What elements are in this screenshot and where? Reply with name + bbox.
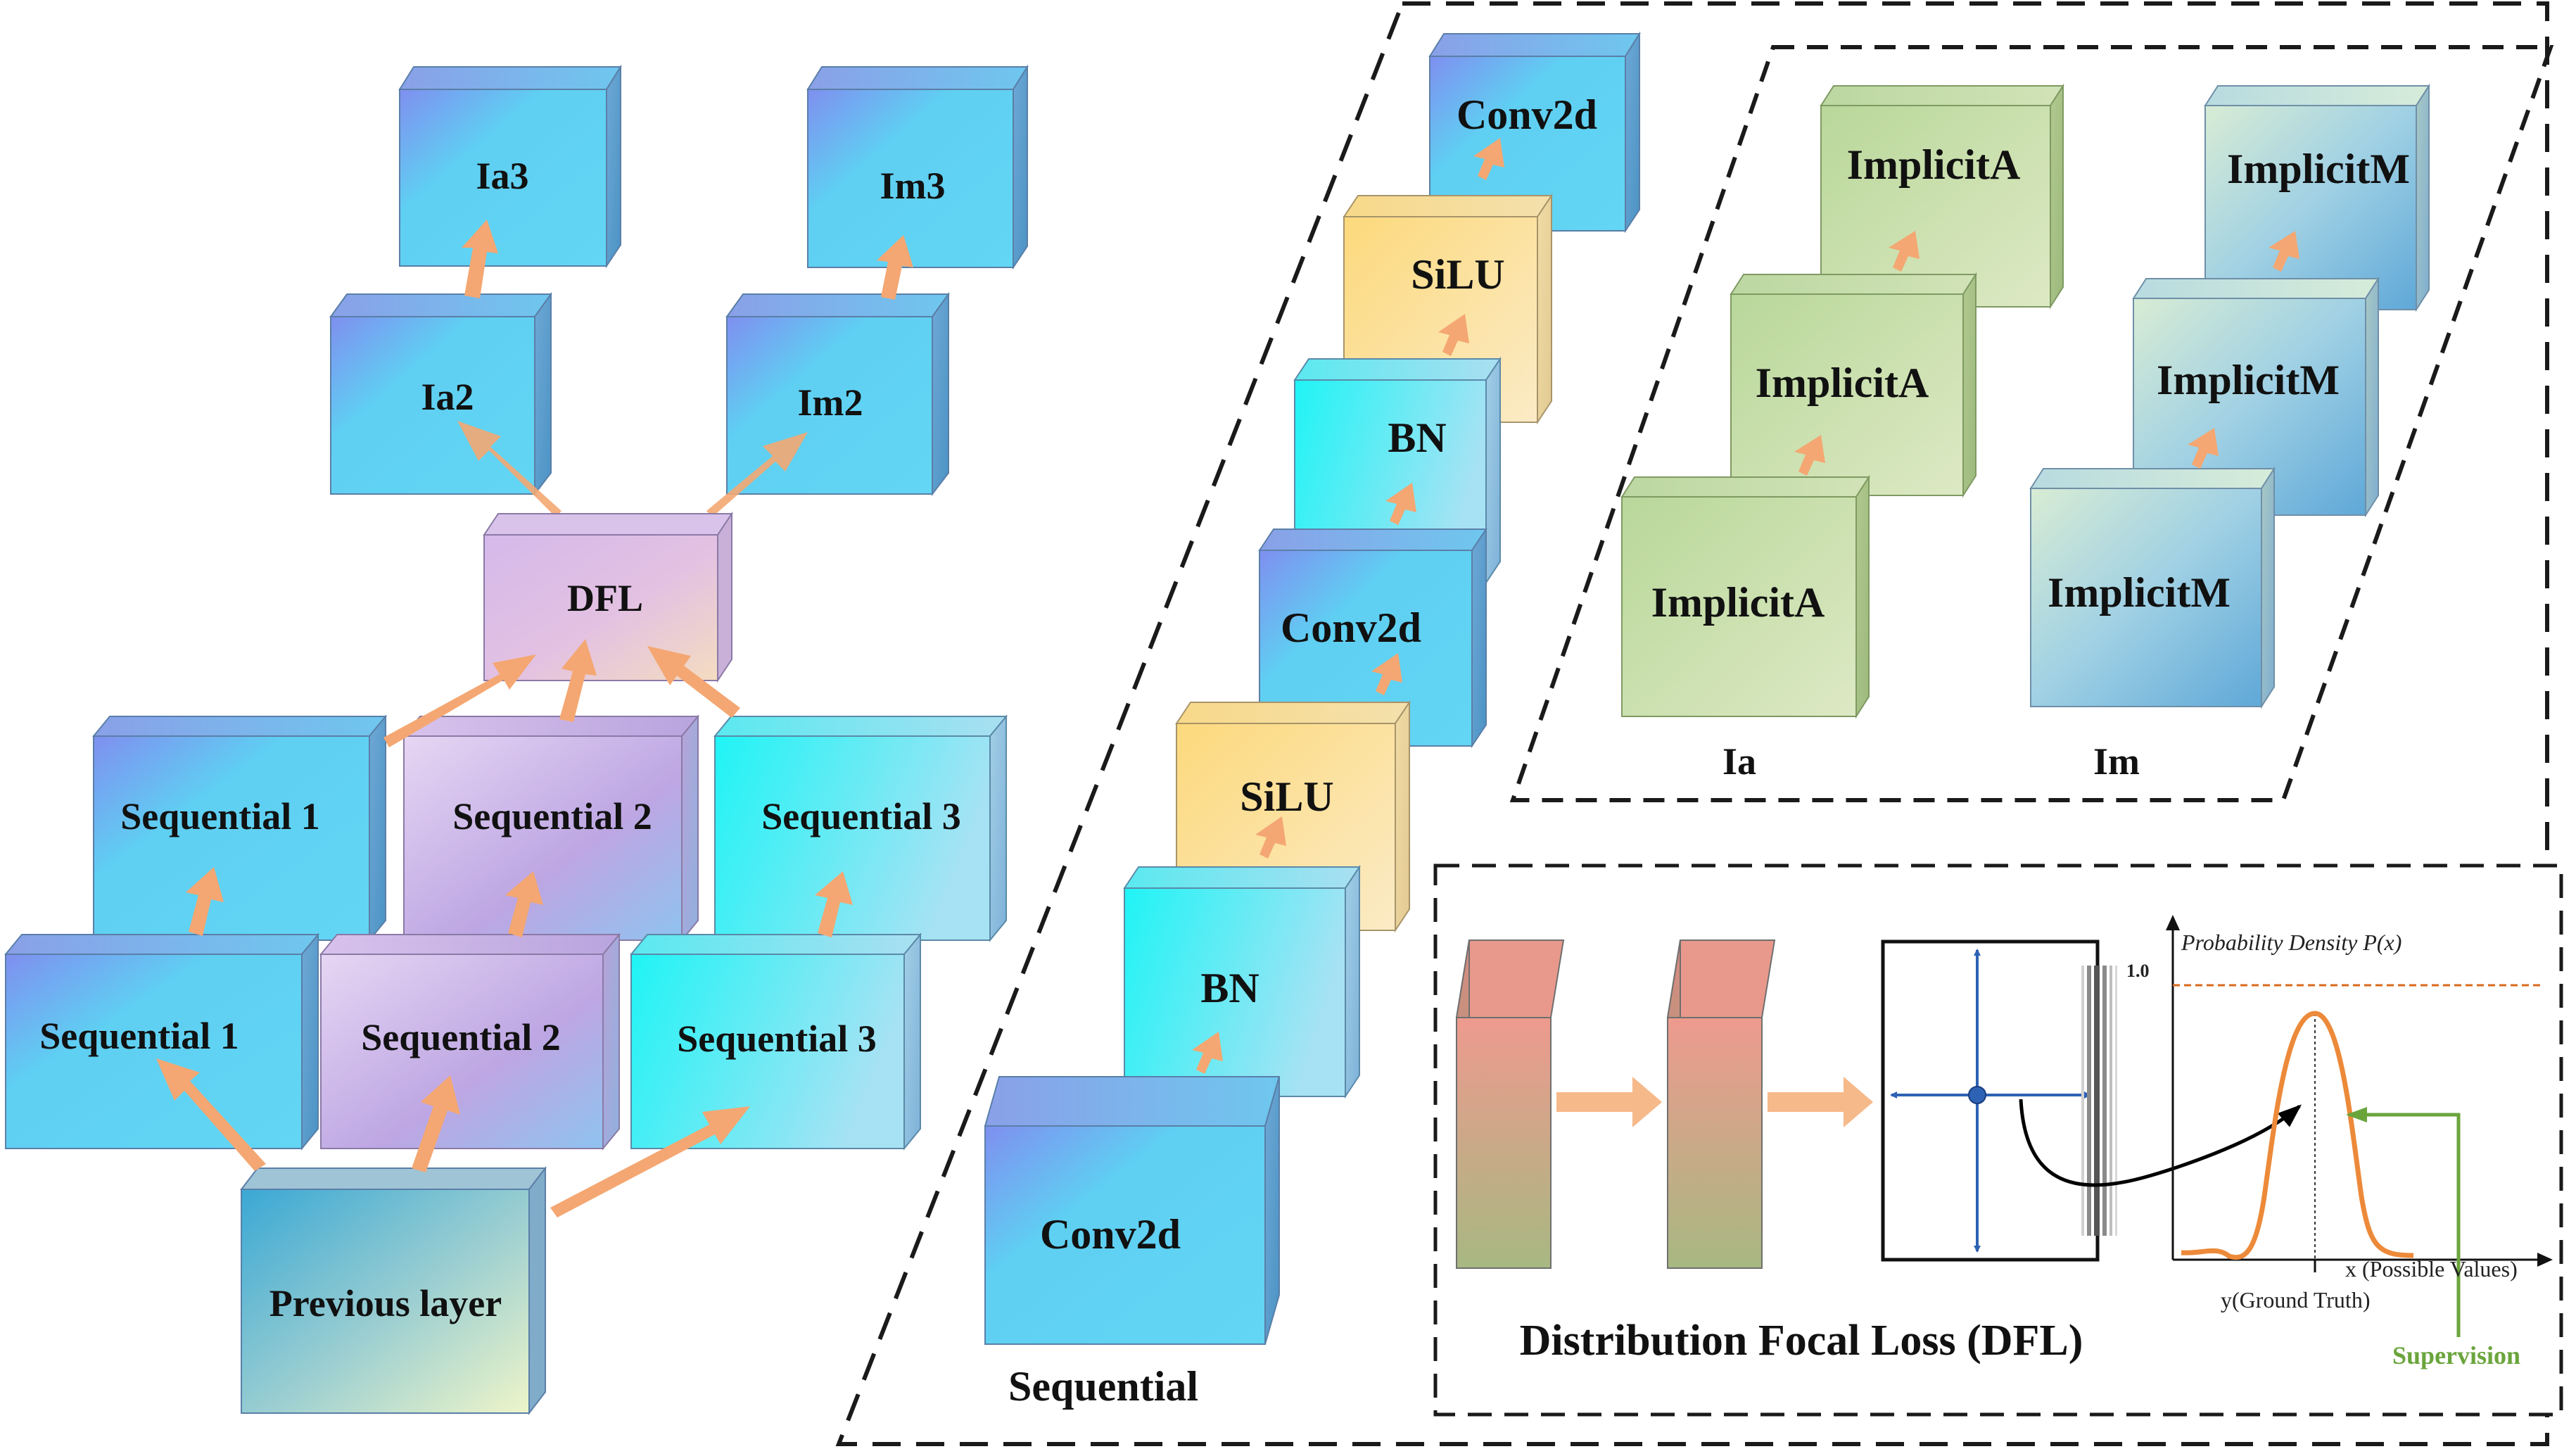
- seq-up-arrows: [186, 867, 853, 937]
- seq2-front-label: Sequential 2: [361, 1016, 561, 1058]
- implicit-a-label: ImplicitA: [1847, 141, 2021, 188]
- dfl-block: DFL: [483, 511, 733, 683]
- ia2-label: Ia2: [421, 376, 474, 418]
- y-tick-label: 1.0: [2126, 961, 2150, 981]
- im3-block: Im3: [806, 64, 1029, 270]
- implicit-m-label: ImplicitM: [2157, 357, 2340, 403]
- probability-curve: [2181, 1011, 2414, 1260]
- head-arrows-top: [457, 220, 913, 517]
- dfl-label: DFL: [567, 577, 643, 619]
- sequential-panel-border: [835, 1, 2549, 1446]
- implicit-a-block-middle: ImplicitA: [1730, 272, 1977, 498]
- distribution-stripes: [2081, 966, 2117, 1236]
- sequential-caption: Sequential: [1008, 1363, 1198, 1410]
- ia3-block: Ia3: [398, 64, 622, 269]
- feature-map-2: [1666, 939, 1776, 1269]
- im3-label: Im3: [880, 165, 946, 207]
- seq1-front-block: Sequential 1: [4, 932, 320, 1151]
- implicit-a-label: ImplicitA: [1651, 579, 1825, 626]
- dfl-caption: Distribution Focal Loss (DFL): [1520, 1317, 2083, 1365]
- seq-layer-label: BN: [1388, 415, 1446, 461]
- seq-layer-label: SiLU: [1411, 251, 1504, 298]
- ia2-block: Ia2: [329, 291, 552, 496]
- implicit-m-block-top: ImplicitM: [2204, 83, 2430, 312]
- previous-arrows: [156, 1058, 750, 1217]
- seq2-back-block: Sequential 2: [402, 714, 700, 942]
- seq-layer-conv2d-bottom: Conv2d: [984, 1076, 1281, 1345]
- seq3-front-label: Sequential 3: [677, 1018, 877, 1060]
- seq2-front-block: Sequential 2: [319, 932, 621, 1151]
- ground-truth-label: y(Ground Truth): [2221, 1287, 2370, 1312]
- x-axis-label: x (Possible Values): [2345, 1256, 2518, 1282]
- seq2-back-label: Sequential 2: [452, 795, 652, 837]
- seq-layer-label: BN: [1200, 965, 1259, 1011]
- implicit-m-block-bottom: ImplicitM: [2029, 466, 2276, 709]
- seq1-back-label: Sequential 1: [120, 795, 320, 837]
- seq-layer-label: SiLU: [1240, 773, 1333, 820]
- y-axis-label: Probability Density P(x): [2181, 930, 2401, 955]
- seq-layer-label: Conv2d: [1457, 91, 1597, 138]
- implicit-panel-border: [1509, 45, 2554, 802]
- seq-layer-bn-lower: BN: [1123, 864, 1361, 1099]
- projection-arrow: [2019, 1099, 2302, 1187]
- supervision-arrow: [2346, 1107, 2461, 1337]
- implicit-a-block-top: ImplicitA: [1820, 83, 2064, 310]
- feature-map-1: [1455, 939, 1565, 1269]
- previous-layer-label: Previous layer: [269, 1282, 502, 1324]
- seq1-back-block: Sequential 1: [91, 714, 388, 942]
- dfl-flow-arrows: [1556, 1077, 1873, 1127]
- seq3-back-label: Sequential 3: [761, 795, 961, 837]
- supervision-label: Supervision: [2392, 1341, 2520, 1369]
- implicit-arrows: [1794, 231, 2299, 476]
- ia3-label: Ia3: [476, 155, 528, 197]
- im2-label: Im2: [798, 381, 863, 424]
- seq-layer-label: Conv2d: [1040, 1211, 1181, 1258]
- implicit-m-label: ImplicitM: [2227, 146, 2410, 192]
- ia-group-label: Ia: [1722, 740, 1756, 783]
- bbox-frame: [1881, 939, 2100, 1262]
- probability-chart: Probability Density P(x) 1.0 x (Possible…: [2126, 915, 2553, 1369]
- seq3-front-block: Sequential 3: [629, 932, 922, 1151]
- seq-layer-label: Conv2d: [1281, 605, 1421, 651]
- previous-layer-block: Previous layer: [239, 1166, 547, 1415]
- seq-to-dfl-arrows: [383, 639, 740, 747]
- seq1-front-label: Sequential 1: [39, 1015, 239, 1057]
- implicit-a-block-bottom: ImplicitA: [1620, 474, 1870, 719]
- implicit-a-label: ImplicitA: [1756, 360, 1929, 406]
- im-group-label: Im: [2093, 740, 2140, 783]
- implicit-m-label: ImplicitM: [2048, 569, 2231, 616]
- seq3-back-block: Sequential 3: [713, 714, 1008, 942]
- seq-stack-arrows: [1192, 138, 1504, 1074]
- im2-block: Im2: [725, 291, 950, 496]
